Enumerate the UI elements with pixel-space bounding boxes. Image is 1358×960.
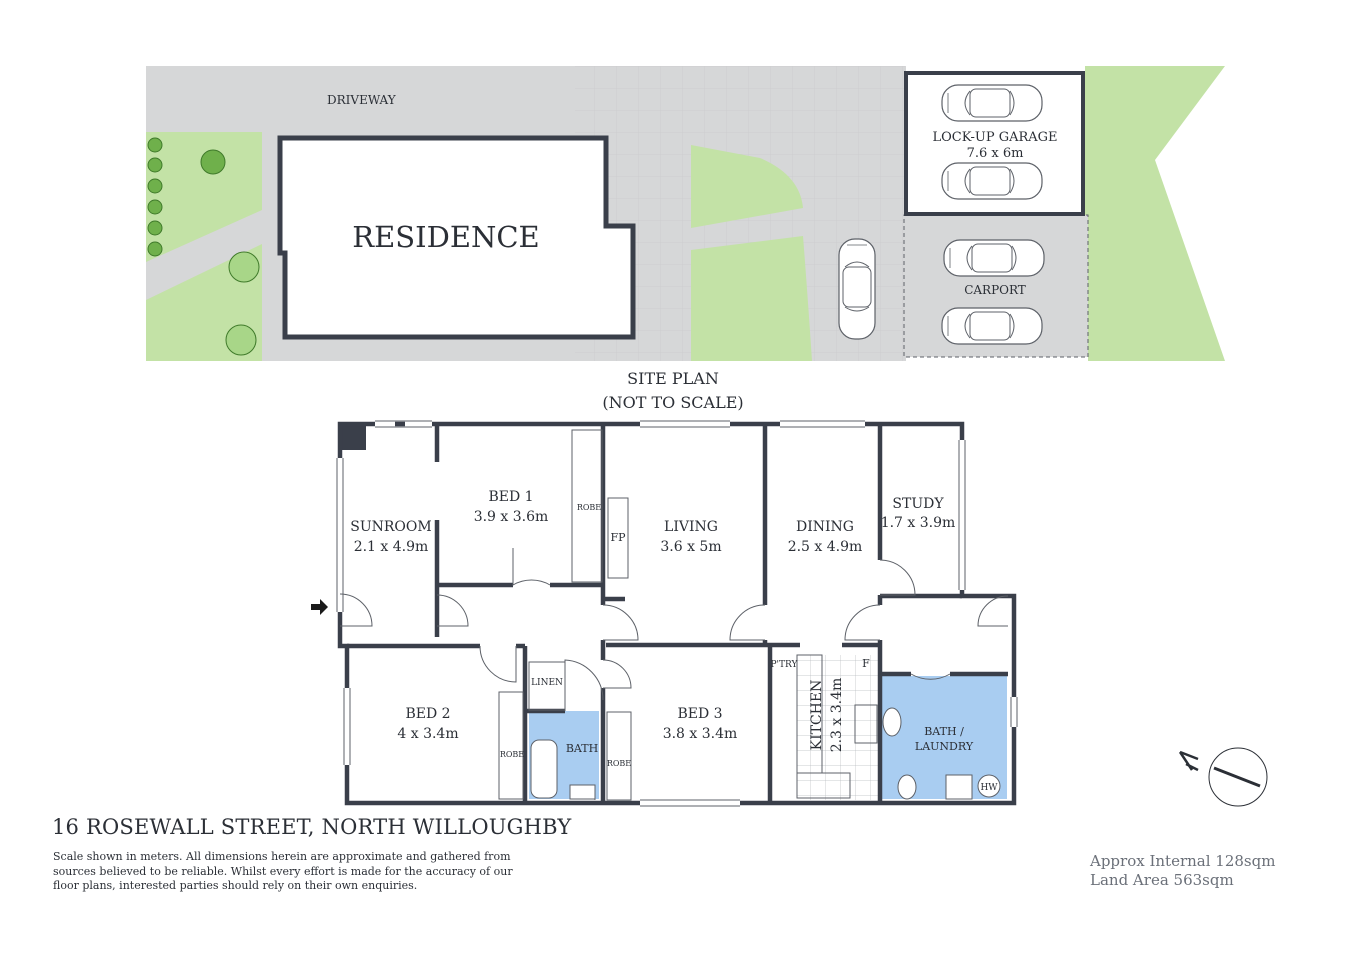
middle-lawn: [691, 145, 803, 228]
room-size-study: 1.7 x 3.9m: [881, 515, 956, 531]
hot-water-unit: [977, 774, 1001, 798]
room-size-living: 3.6 x 5m: [660, 539, 721, 555]
site-plan: DRIVEWAY RESIDENCE LOCK-UP GARAGE 7.6 x …: [146, 66, 1225, 412]
room-size-bed1: 3.9 x 3.6m: [474, 509, 549, 525]
room-name-bed2: BED 2: [405, 706, 450, 722]
middle-lawn-south: [691, 236, 812, 361]
hot-water-label: HW: [980, 783, 998, 793]
fireplace-label: FP: [610, 531, 626, 544]
site-plan-title: SITE PLAN: [627, 369, 719, 388]
pantry-label: P'TRY: [771, 660, 799, 670]
laundry-tub: [945, 774, 973, 800]
rear-lawn: [1085, 66, 1225, 361]
residence-label: RESIDENCE: [352, 220, 539, 254]
room-size-kitchen: 2.3 x 3.4m: [829, 678, 845, 753]
vanity-basin: [882, 707, 902, 737]
room-size-sunroom: 2.1 x 4.9m: [354, 539, 429, 555]
garage-car-2: [941, 162, 1043, 200]
property-address: 16 ROSEWALL STREET, NORTH WILLOUGHBY: [52, 815, 572, 839]
site-plan-scale-note: (NOT TO SCALE): [602, 393, 743, 412]
driveway-label: DRIVEWAY: [327, 93, 397, 107]
basin-bath: [569, 784, 596, 800]
room-name-sunroom: SUNROOM: [350, 519, 431, 535]
floor-plan: SUNROOM 2.1 x 4.9m BED 1 3.9 x 3.6m LIVI…: [311, 420, 1018, 807]
robe-label-bed1: ROBE: [577, 503, 601, 512]
room-size-bed2: 4 x 3.4m: [397, 726, 458, 742]
internal-area: Approx Internal 128sqm: [1090, 852, 1276, 870]
room-name-bath-laundry-2: LAUNDRY: [915, 740, 974, 753]
robe-label-bed3: ROBE: [607, 759, 631, 768]
carport-car-1: [943, 239, 1045, 277]
robe-label-bed2: ROBE: [500, 750, 524, 759]
kitchen-floor: [797, 655, 880, 800]
garage-size: 7.6 x 6m: [967, 146, 1024, 161]
room-name-bath-laundry: BATH /: [924, 725, 964, 738]
room-name-kitchen: KITCHEN: [809, 680, 825, 751]
fridge-label: F: [862, 657, 870, 670]
garage-label: LOCK-UP GARAGE: [932, 130, 1057, 145]
robe-bed3: [606, 711, 632, 801]
fireplace: [607, 497, 629, 579]
room-name-bath: BATH: [566, 742, 598, 755]
robe-bed1: [571, 429, 603, 583]
residence-outline: [277, 135, 636, 340]
cooktop: [854, 704, 878, 744]
carport-label: CARPORT: [964, 283, 1026, 297]
room-size-bed3: 3.8 x 3.4m: [663, 726, 738, 742]
room-name-living: LIVING: [664, 519, 718, 535]
robe-bed2: [498, 691, 524, 800]
linen-cupboard: [528, 661, 566, 711]
entry-arrow-icon: [311, 599, 328, 615]
front-lawn: [146, 132, 262, 262]
disclaimer-text: Scale shown in meters. All dimensions he…: [53, 850, 513, 892]
door-swings: [339, 548, 1009, 801]
driveway-car: [838, 238, 876, 340]
garage-car-1: [941, 84, 1043, 122]
room-name-dining: DINING: [796, 519, 854, 535]
chimney-block: [340, 424, 366, 450]
land-area: Land Area 563sqm: [1090, 871, 1234, 889]
bathtub: [530, 739, 558, 799]
room-name-study: STUDY: [892, 496, 944, 512]
north-compass-icon: [1178, 747, 1268, 807]
toilet: [897, 774, 917, 800]
room-size-dining: 2.5 x 4.9m: [788, 539, 863, 555]
room-name-bed1: BED 1: [488, 489, 533, 505]
garden-plants: [147, 137, 260, 356]
kitchen-island: [796, 772, 851, 799]
room-name-bed3: BED 3: [677, 706, 722, 722]
linen-label: LINEN: [531, 678, 563, 688]
area-summary: Approx Internal 128sqm Land Area 563sqm: [1090, 852, 1275, 890]
window-frames: [336, 420, 1018, 807]
interior-walls: [347, 424, 1008, 803]
carport-car-2: [941, 307, 1043, 345]
